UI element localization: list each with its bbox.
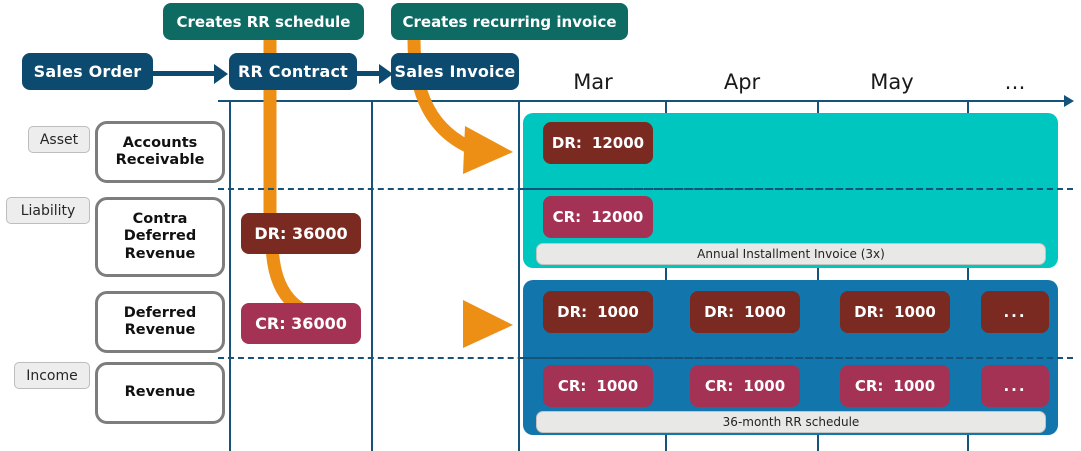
flow-box-rr-contract-label: RR Contract <box>237 62 348 81</box>
schedule-credit-label: CR: <box>557 377 587 395</box>
account-box-accounts-receivable[interactable]: Accounts Receivable <box>95 121 225 183</box>
account-type-liability-label: Liability <box>20 202 76 219</box>
account-label-line1: Revenue <box>124 384 196 401</box>
account-box-revenue[interactable]: Revenue <box>95 362 225 424</box>
invoice-credit-badge: CR: 12000 <box>543 196 653 238</box>
schedule-debit-badge: DR: 1000 <box>543 291 653 333</box>
connector-rrc-to-si <box>355 71 383 76</box>
month-label-ellipsis: … <box>1004 70 1026 94</box>
schedule-debit-value-more: ... <box>1003 303 1027 321</box>
flow-box-sales-invoice-label: Sales Invoice <box>394 62 516 81</box>
account-label-line1: Accounts <box>122 134 198 151</box>
schedule-credit-badge-more: ... <box>981 365 1049 407</box>
schedule-debit-label: DR: <box>704 303 735 321</box>
connector-rrc-to-si-arrow-icon <box>379 64 393 84</box>
schedule-credit-value: 1000 <box>743 377 786 395</box>
schedule-credit-label: CR: <box>704 377 734 395</box>
schedule-credit-badge: CR: 1000 <box>840 365 950 407</box>
contract-debit-badge: DR: 36000 <box>241 213 361 254</box>
schedule-debit-badge-more: ... <box>981 291 1049 333</box>
connector-so-to-rrc-arrow-icon <box>214 64 228 84</box>
section-divider-liability-income-overlay <box>523 357 1073 359</box>
schedule-credit-value-more: ... <box>1003 377 1027 395</box>
section-divider-asset-liability-overlay <box>523 188 1073 190</box>
schedule-credit-label: CR: <box>854 377 884 395</box>
account-box-contra-deferred-revenue[interactable]: Contra Deferred Revenue <box>95 197 225 277</box>
callout-creates-recurring-invoice-label: Creates recurring invoice <box>402 12 617 31</box>
grid-line-apr-may-overlay <box>817 113 819 435</box>
account-type-asset-label: Asset <box>39 131 79 148</box>
flow-box-sales-order[interactable]: Sales Order <box>22 53 153 90</box>
callout-creates-recurring-invoice: Creates recurring invoice <box>391 3 628 40</box>
schedule-credit-value: 1000 <box>893 377 936 395</box>
timeline-axis <box>218 100 1065 102</box>
schedule-credit-badge: CR: 1000 <box>543 365 653 407</box>
schedule-debit-badge: DR: 1000 <box>840 291 950 333</box>
month-label-apr: Apr <box>723 70 761 94</box>
grid-line-may-next-overlay <box>967 113 969 435</box>
flow-box-sales-order-label: Sales Order <box>33 62 142 81</box>
schedule-debit-value: 1000 <box>597 303 639 321</box>
connector-so-to-rrc <box>150 71 218 76</box>
account-label-line2: Revenue <box>124 322 196 338</box>
invoice-band-caption-label: Annual Installment Invoice (3x) <box>697 247 885 261</box>
schedule-debit-value: 1000 <box>894 303 936 321</box>
schedule-credit-badge: CR: 1000 <box>690 365 800 407</box>
invoice-debit-label: DR: <box>551 134 582 152</box>
grid-line-1 <box>229 100 231 451</box>
account-label-line1: Deferred <box>123 304 197 321</box>
schedule-debit-label: DR: <box>854 303 885 321</box>
account-box-deferred-revenue[interactable]: Deferred Revenue <box>95 291 225 353</box>
flow-box-rr-contract[interactable]: RR Contract <box>229 53 357 90</box>
schedule-credit-value: 1000 <box>596 377 639 395</box>
grid-line-mar-apr-overlay <box>665 113 667 435</box>
callout-creates-rr-schedule: Creates RR schedule <box>163 3 364 40</box>
account-label-line1: Contra <box>132 211 188 228</box>
contract-debit-text: DR: 36000 <box>254 224 348 243</box>
grid-line-2 <box>371 100 373 451</box>
account-type-liability: Liability <box>6 197 90 224</box>
month-label-mar: Mar <box>573 70 613 94</box>
account-label-line2: Receivable <box>115 152 205 168</box>
schedule-band-caption-label: 36-month RR schedule <box>722 415 860 429</box>
account-type-income: Income <box>14 362 90 389</box>
schedule-debit-label: DR: <box>557 303 588 321</box>
account-type-asset: Asset <box>28 126 90 153</box>
schedule-band-caption: 36-month RR schedule <box>536 411 1046 433</box>
account-type-income-label: Income <box>26 367 78 384</box>
flow-box-sales-invoice[interactable]: Sales Invoice <box>391 53 519 90</box>
month-label-may: May <box>870 70 914 94</box>
schedule-debit-value: 1000 <box>744 303 786 321</box>
timeline-axis-arrow-icon <box>1064 95 1074 107</box>
invoice-debit-badge: DR: 12000 <box>543 122 653 164</box>
account-label-line2: Deferred <box>123 228 197 245</box>
invoice-credit-value: 12000 <box>591 208 644 226</box>
invoice-band-caption: Annual Installment Invoice (3x) <box>536 243 1046 265</box>
invoice-debit-value: 12000 <box>591 134 645 152</box>
invoice-credit-label: CR: <box>552 208 582 226</box>
callout-creates-rr-schedule-label: Creates RR schedule <box>176 12 351 31</box>
contract-credit-text: CR: 36000 <box>255 314 347 333</box>
account-label-line3: Revenue <box>124 245 196 262</box>
contract-credit-badge: CR: 36000 <box>241 303 361 344</box>
schedule-debit-badge: DR: 1000 <box>690 291 800 333</box>
grid-line-3 <box>518 100 520 451</box>
